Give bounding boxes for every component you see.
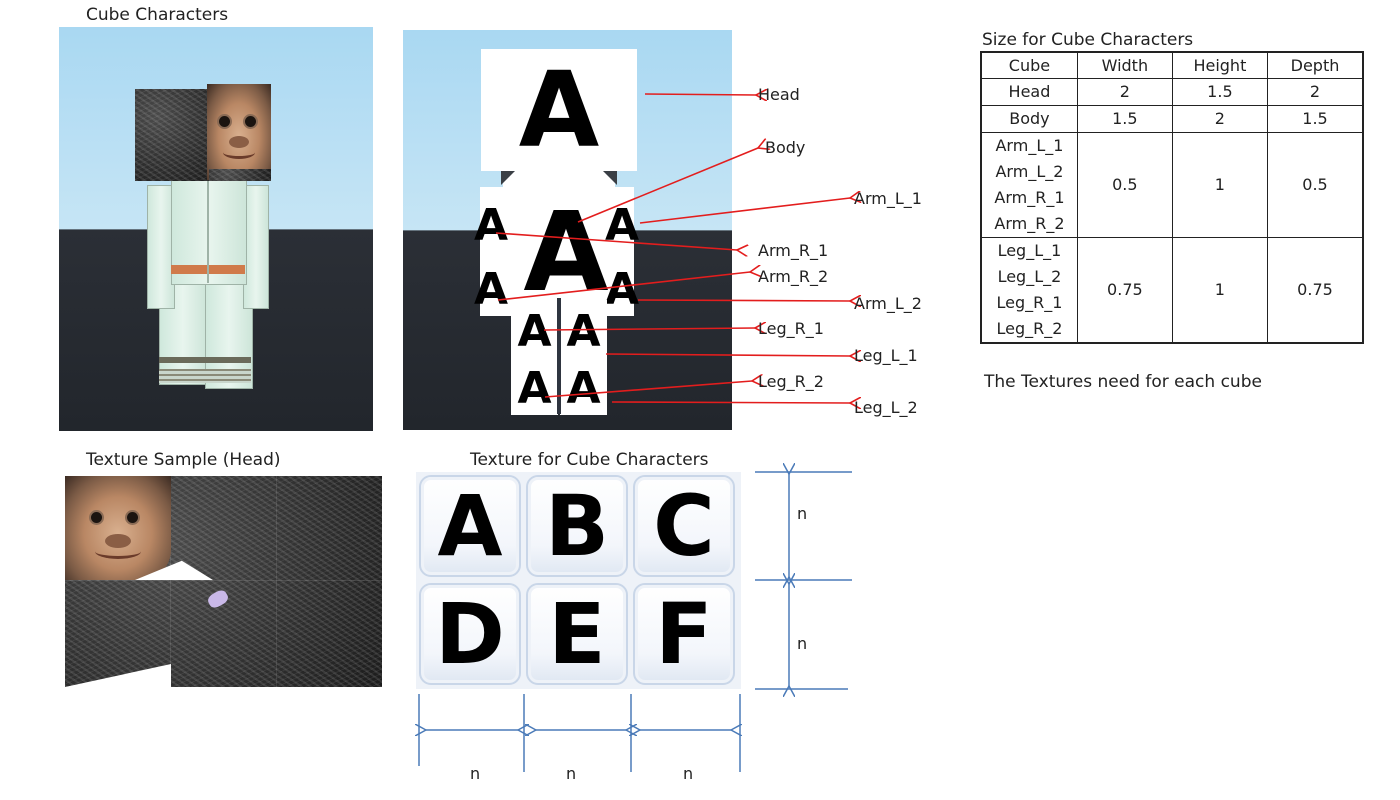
label-leg-l-2: Leg_L_2 [854,398,918,417]
cell-cube-names: Leg_L_1 Leg_L_2 Leg_R_1 Leg_R_2 [980,236,1078,343]
label-arm-r-1: Arm_R_1 [758,241,829,260]
arrow-body [577,148,758,223]
label-arm-l-2: Arm_L_2 [854,294,922,313]
cube-name: Arm_L_2 [995,161,1064,181]
cube-name: Arm_L_1 [995,135,1064,155]
cell-cube-name: Body [980,104,1078,133]
leg-r-2-letter: A [511,362,558,415]
cell-width: 0.5 [1076,131,1173,238]
letter-cube-diagram: A A A A A A A A A A [403,30,732,430]
textures-note: The Textures need for each cube [984,372,1262,392]
cell-height: 2 [1171,104,1268,133]
texture-for-cube-caption: Texture for Cube Characters [470,450,709,470]
texture-sample-image [65,476,382,687]
cell-depth: 0.75 [1266,236,1364,343]
cube-name: Arm_R_2 [994,213,1065,233]
header-height: Height [1171,51,1268,79]
label-arm-l-1: Arm_L_1 [854,189,922,208]
dim-label-n: n [797,504,808,523]
cube-name: Leg_L_1 [997,240,1062,260]
body-letter: A [502,187,630,316]
cell-height: 1 [1171,131,1268,238]
dim-label-n: n [470,764,481,783]
texture-tile-c: C [633,475,735,577]
label-head: Head [758,85,800,104]
label-body: Body [765,138,806,157]
arm-l-2-letter: A [604,263,640,316]
label-arm-r-2: Arm_R_2 [758,267,829,286]
table-row: Body 1.5 2 1.5 [980,104,1364,133]
label-leg-l-1: Leg_L_1 [854,346,918,365]
cell-cube-name: Head [980,77,1078,106]
texture-sample-caption: Texture Sample (Head) [86,450,281,470]
arrow-leg-r-2 [544,381,752,398]
cell-width: 1.5 [1076,104,1173,133]
arrow-leg-l-2 [611,402,850,403]
character-3d-preview [59,27,373,431]
cell-height: 1.5 [1171,77,1268,106]
head-side-fur [135,89,209,181]
arrow-leg-r-1 [543,328,755,330]
size-table: Cube Width Height Depth Head 2 1.5 2 Bod… [980,51,1364,344]
leg-r-1-letter: A [511,300,558,362]
arrow-leg-l-1 [605,354,850,356]
cube-characters-caption: Cube Characters [86,5,229,25]
arrow-arm-l-1 [639,198,850,224]
cell-width: 0.75 [1076,236,1173,343]
texture-tile-a: A [419,475,521,577]
table-row: Arm_L_1 Arm_L_2 Arm_R_1 Arm_R_2 0.5 1 0.… [980,131,1364,238]
monkey-face [207,84,271,180]
label-leg-r-1: Leg_R_1 [758,319,824,338]
leg-l-2-letter: A [560,362,607,415]
cube-name: Leg_L_2 [997,266,1062,286]
dim-label-n: n [566,764,577,783]
dim-label-n: n [797,634,808,653]
cell-depth: 0.5 [1266,131,1364,238]
texture-sheet: A B C D E F [416,472,741,689]
cell-cube-names: Arm_L_1 Arm_L_2 Arm_R_1 Arm_R_2 [980,131,1078,238]
texture-tile-b: B [526,475,628,577]
arrow-arm-l-2 [637,300,850,301]
cell-width: 2 [1076,77,1173,106]
cell-height: 1 [1171,236,1268,343]
cube-name: Leg_R_2 [996,318,1063,338]
table-row: Head 2 1.5 2 [980,77,1364,106]
texture-tile-e: E [526,583,628,685]
cube-name: Arm_R_1 [994,187,1065,207]
arrow-arm-r-2 [497,272,750,301]
size-table-title: Size for Cube Characters [982,30,1194,50]
leg-l-1-letter: A [560,300,607,362]
texture-monkey-face [65,476,171,580]
arrow-arm-r-1 [495,232,737,250]
header-width: Width [1076,51,1173,79]
cube-name: Leg_R_1 [996,292,1063,312]
head-letter: A [481,49,637,171]
label-leg-r-2: Leg_R_2 [758,372,824,391]
texture-tile-d: D [419,583,521,685]
texture-tile-f: F [633,583,735,685]
table-row: Leg_L_1 Leg_L_2 Leg_R_1 Leg_R_2 0.75 1 0… [980,236,1364,343]
arrow-head [644,94,756,95]
dim-label-n: n [683,764,694,783]
